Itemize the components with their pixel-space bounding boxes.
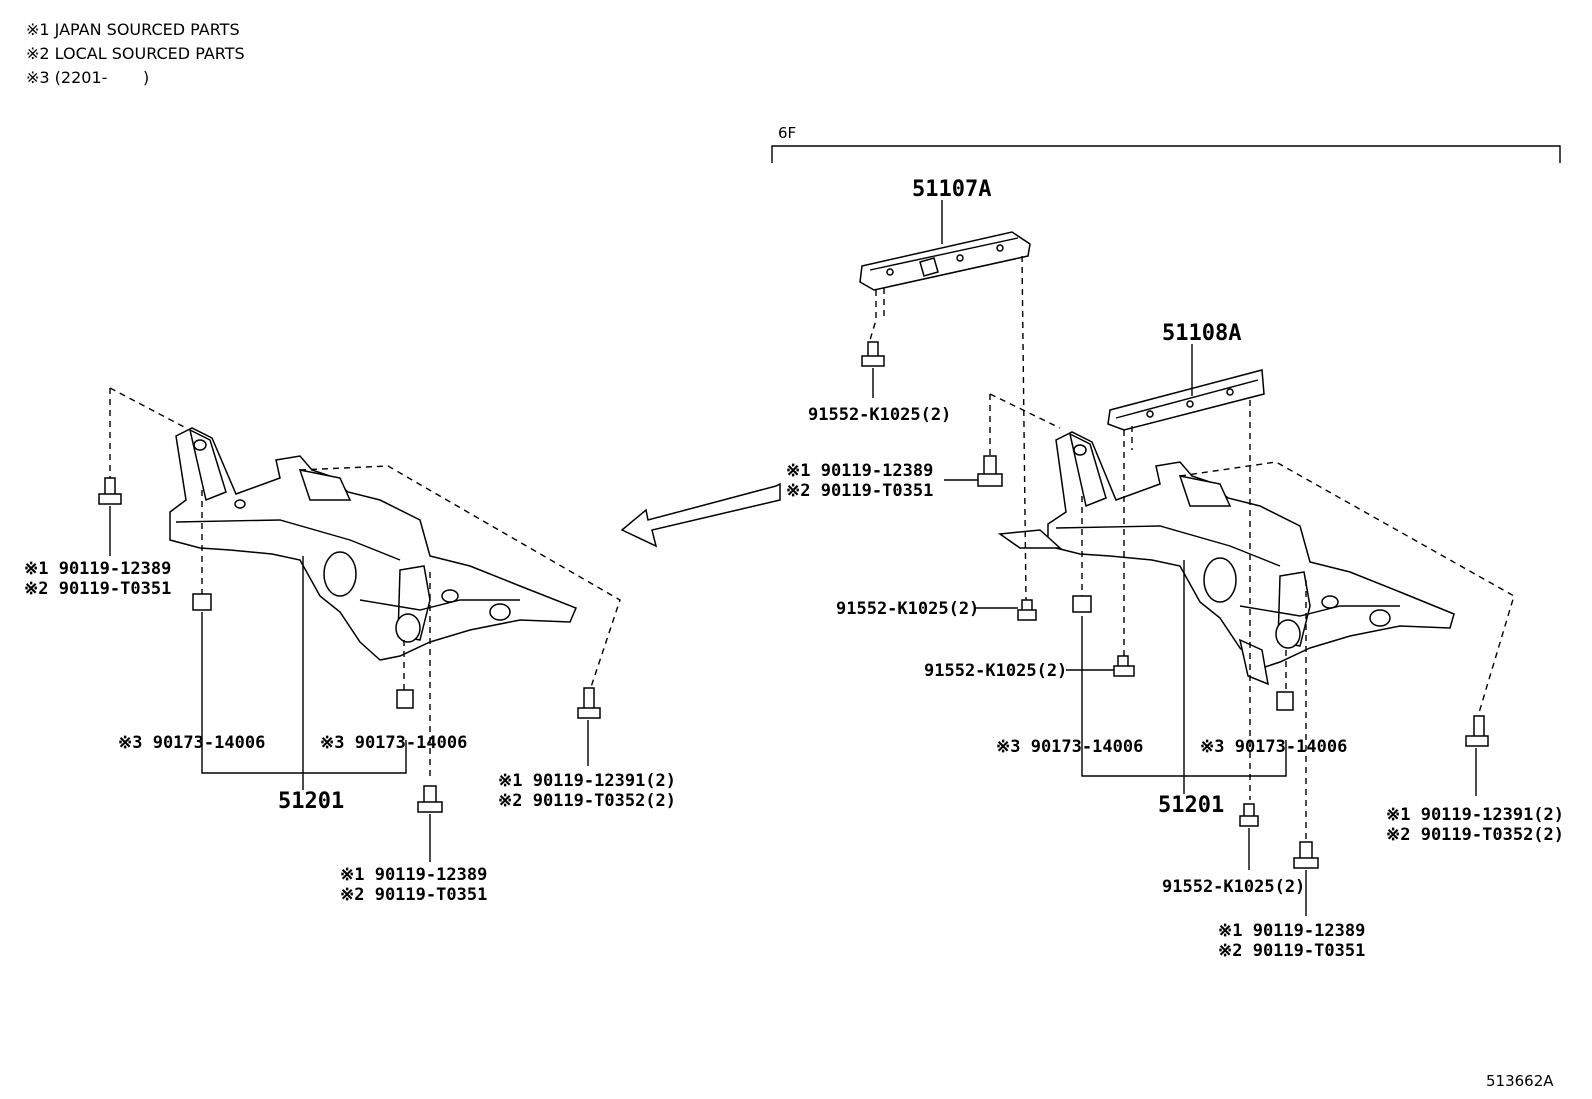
- legend: ※1 JAPAN SOURCED PARTS ※2 LOCAL SOURCED …: [26, 18, 245, 90]
- right-bolt-mid2-label: 91552-K1025(2): [924, 661, 1067, 681]
- left-nut-2-label: ※3 90173-14006: [320, 733, 467, 753]
- bracket-51108a-label: 51108A: [1162, 321, 1241, 346]
- right-nut-1-label: ※3 90173-14006: [996, 737, 1143, 757]
- left-bolt-rear-label-1: ※1 90119-12391(2): [498, 771, 676, 791]
- right-crossmember: [997, 431, 1455, 686]
- right-bolt-top-icon: [861, 341, 885, 398]
- left-guide-lines: [109, 387, 621, 790]
- right-bolt-lower-label: 91552-K1025(2): [1162, 877, 1305, 897]
- left-bolt-upper-label-1: ※1 90119-12389: [24, 559, 171, 579]
- left-bolt-bottom-icon: [417, 785, 443, 862]
- right-bolt-rear-icon: [1465, 715, 1489, 796]
- right-bolt-lower-icon: [1239, 803, 1259, 870]
- group-label: 6F: [778, 124, 796, 142]
- right-bolt-left-icon: [944, 455, 1003, 487]
- right-bolt-bottom-label-2: ※2 90119-T0351: [1218, 941, 1365, 961]
- right-nut-2-icon: [1276, 691, 1294, 711]
- left-bolt-bottom-label-2: ※2 90119-T0351: [340, 885, 487, 905]
- right-bolt-mid2-icon: [1066, 655, 1135, 677]
- right-bolt-left-label-2: ※2 90119-T0351: [786, 481, 933, 501]
- direction-arrow-icon: [620, 482, 781, 548]
- left-bolt-rear-icon: [577, 687, 601, 766]
- right-nut-1-icon: [1072, 595, 1092, 613]
- left-nut-1-label: ※3 90173-14006: [118, 733, 265, 753]
- right-bolt-rear-label-1: ※1 90119-12391(2): [1386, 805, 1564, 825]
- left-nut-2-icon: [396, 689, 414, 709]
- left-crossmember-label: 51201: [278, 789, 344, 814]
- left-nut-1-icon: [192, 593, 212, 611]
- right-bolt-mid-icon: [976, 599, 1037, 621]
- right-bolt-mid-label: 91552-K1025(2): [836, 599, 979, 619]
- right-nut-2-label: ※3 90173-14006: [1200, 737, 1347, 757]
- legend-local-sourced: ※2 LOCAL SOURCED PARTS: [26, 44, 245, 63]
- left-bolt-upper-label-2: ※2 90119-T0351: [24, 579, 171, 599]
- left-bolt-upper-icon: [98, 477, 122, 556]
- bracket-51108a: [1107, 369, 1265, 431]
- left-bolt-bottom-label-1: ※1 90119-12389: [340, 865, 487, 885]
- group-bracket-6f: 6F: [771, 124, 1561, 163]
- right-bolt-top-label: 91552-K1025(2): [808, 405, 951, 425]
- right-crossmember-label: 51201: [1158, 793, 1224, 818]
- left-bolt-rear-label-2: ※2 90119-T0352(2): [498, 791, 676, 811]
- diagram-id: 513662A: [1486, 1072, 1554, 1090]
- bracket-51107a-label: 51107A: [912, 177, 991, 202]
- right-bolt-bottom-icon: [1293, 841, 1319, 916]
- right-bolt-rear-label-2: ※2 90119-T0352(2): [1386, 825, 1564, 845]
- right-bolt-left-label-1: ※1 90119-12389: [786, 461, 933, 481]
- bracket-51107a: [859, 231, 1031, 291]
- legend-japan-sourced: ※1 JAPAN SOURCED PARTS: [26, 20, 240, 39]
- left-crossmember: [169, 427, 577, 661]
- legend-date-range: ※3 (2201- ): [26, 68, 150, 87]
- right-bolt-bottom-label-1: ※1 90119-12389: [1218, 921, 1365, 941]
- right-guide-lines: [869, 255, 1515, 840]
